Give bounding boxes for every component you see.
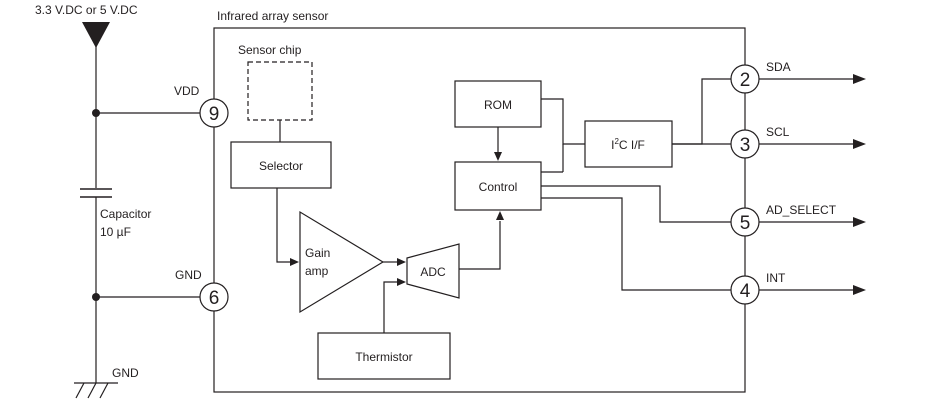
control-to-adselect-wire	[541, 185, 731, 223]
gain-amp-label-line1: Gain	[305, 246, 330, 260]
rom-to-control-arrow	[494, 152, 502, 161]
capacitor-symbol	[80, 188, 112, 198]
int-pin-label: INT	[766, 271, 786, 285]
selector-label: Selector	[259, 159, 303, 173]
sensor-chip-box	[247, 61, 313, 121]
gain-amp-triangle	[299, 210, 385, 314]
scl-pin-number: 3	[740, 135, 751, 156]
module-title: Infrared array sensor	[217, 9, 328, 23]
ground-label: GND	[112, 366, 139, 380]
sda-pin-number: 2	[740, 70, 751, 91]
thermistor-label: Thermistor	[355, 350, 412, 364]
adc-trapezoid	[406, 243, 460, 299]
ground-icon	[74, 382, 118, 399]
control-label: Control	[479, 180, 518, 194]
vdd-pin-number: 9	[209, 104, 220, 125]
sda-arrow-icon	[853, 74, 866, 84]
thermistor-to-adc-wire	[383, 281, 397, 333]
thermistor-box	[317, 332, 451, 380]
adc-to-control-arrow	[496, 211, 504, 220]
adselect-arrow-icon	[853, 217, 866, 227]
rom-label: ROM	[484, 98, 512, 112]
i2c-interface-box	[584, 120, 673, 168]
adc-to-control-wire	[459, 221, 501, 270]
vdd-pin-label: VDD	[174, 84, 200, 98]
rom-box	[454, 80, 542, 128]
amp-to-adc-arrow	[397, 258, 406, 266]
capacitor-label: Capacitor	[100, 207, 151, 221]
sensor-chip-label: Sensor chip	[238, 43, 302, 57]
gnd-pin-label: GND	[175, 268, 202, 282]
selector-to-amp-arrow	[290, 258, 299, 266]
gnd-pin-number: 6	[209, 288, 220, 309]
int-pin-number: 4	[740, 281, 751, 302]
rom-to-i2c-wire	[541, 98, 585, 145]
adselect-pin-number: 5	[740, 213, 751, 234]
selector-to-amp-wire	[276, 188, 292, 263]
selector-box	[230, 141, 332, 189]
control-box	[454, 161, 542, 211]
adselect-pin-label: AD_SELECT	[766, 203, 837, 217]
gnd-pin-circle	[199, 282, 229, 312]
scl-pin-label: SCL	[766, 125, 790, 139]
capacitor-value: 10 µF	[100, 225, 131, 239]
adc-label: ADC	[420, 265, 446, 279]
i2c-interface-label: I2C I/F	[611, 137, 645, 152]
supply-voltage-label: 3.3 V.DC or 5 V.DC	[35, 3, 138, 17]
gain-amp-label-line2: amp	[305, 264, 329, 278]
sda-pin-label: SDA	[766, 60, 791, 74]
thermistor-to-adc-arrow	[397, 278, 406, 286]
scl-arrow-icon	[853, 139, 866, 149]
vdd-pin-circle	[199, 98, 229, 128]
control-to-int-wire	[541, 197, 731, 291]
i2c-to-sda-wire	[672, 78, 731, 145]
int-arrow-icon	[853, 285, 866, 295]
supply-triangle-icon	[82, 22, 110, 48]
